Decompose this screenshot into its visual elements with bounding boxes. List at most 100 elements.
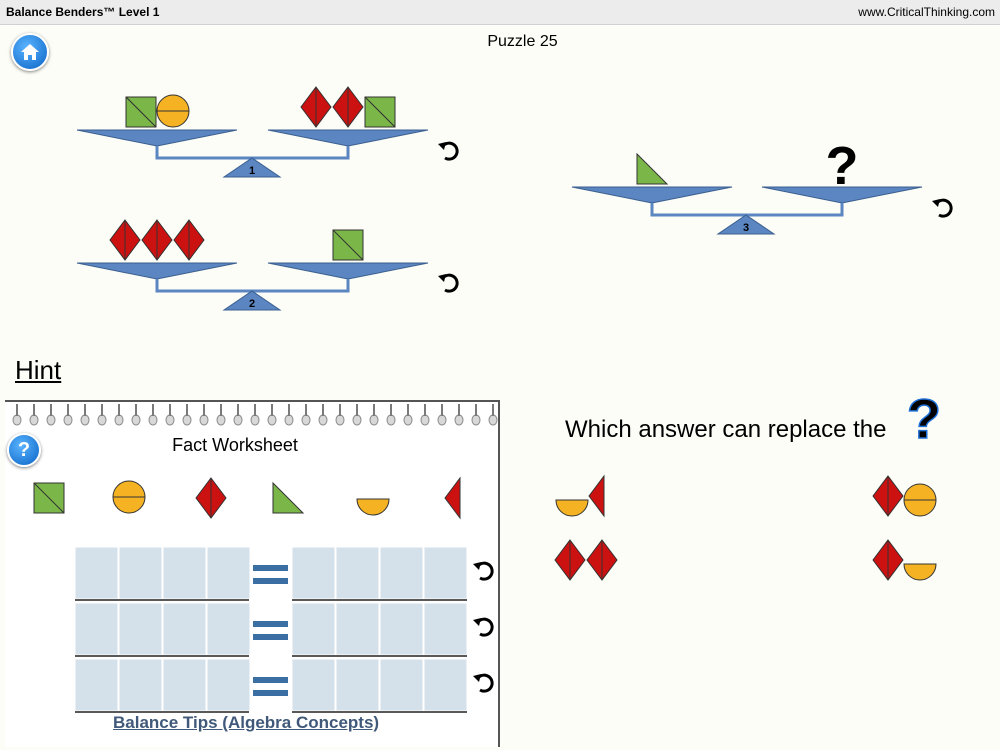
- spiral-ring: [335, 414, 345, 426]
- spiral-ring: [250, 414, 260, 426]
- square-shape[interactable]: [33, 482, 65, 514]
- spiral-ring: [403, 414, 413, 426]
- half-circle-shape[interactable]: [356, 498, 390, 516]
- diamond-shape: [332, 86, 364, 128]
- spiral-ring: [301, 414, 311, 426]
- circle-shape: [903, 483, 937, 517]
- worksheet-cell[interactable]: [379, 658, 424, 712]
- diamond-shape: [300, 86, 332, 128]
- equals-sign: [253, 690, 288, 696]
- worksheet-cell[interactable]: [335, 602, 380, 656]
- square-shape: [364, 96, 396, 128]
- equals-sign: [253, 565, 288, 571]
- worksheet-cell[interactable]: [206, 602, 251, 656]
- spiral-ring: [386, 414, 396, 426]
- spiral-ring: [488, 414, 498, 426]
- answer-choice-3[interactable]: [550, 536, 630, 584]
- undo-icon: [932, 198, 953, 218]
- website-label: www.CriticalThinking.com: [858, 5, 995, 19]
- diamond-shape[interactable]: [195, 477, 227, 519]
- worksheet-cell[interactable]: [291, 546, 336, 600]
- worksheet-cell[interactable]: [74, 602, 119, 656]
- square-shape: [125, 96, 157, 128]
- worksheet-cell[interactable]: [118, 658, 163, 712]
- worksheet-cell[interactable]: [118, 602, 163, 656]
- equals-sign: [253, 621, 288, 627]
- worksheet-cell[interactable]: [74, 546, 119, 600]
- spiral-ring: [437, 414, 447, 426]
- right-pan[interactable]: [267, 129, 429, 147]
- worksheet-row-2: [74, 602, 468, 657]
- undo-balance-3-button[interactable]: [931, 195, 957, 221]
- worksheet-cell[interactable]: [291, 658, 336, 712]
- answer-choice-2[interactable]: [868, 472, 948, 520]
- puzzle-number: Puzzle 25: [487, 33, 558, 50]
- equals-sign: [253, 677, 288, 683]
- question-shape: ?: [826, 136, 859, 196]
- undo-icon: [473, 673, 494, 693]
- balance-scale-2: 2: [76, 219, 429, 311]
- worksheet-cell[interactable]: [206, 658, 251, 712]
- question-text: Which answer can replace the: [565, 416, 887, 443]
- spiral-ring: [148, 414, 158, 426]
- worksheet-cell[interactable]: [379, 546, 424, 600]
- spiral-ring: [233, 414, 243, 426]
- diamond-shape: [872, 475, 904, 517]
- spiral-ring: [12, 414, 22, 426]
- fulcrum: [222, 157, 282, 178]
- fulcrum: [716, 214, 776, 235]
- half-diamond-shape[interactable]: [444, 476, 461, 520]
- circle-shape: [156, 94, 190, 128]
- undo-balance-2-button[interactable]: [437, 270, 463, 296]
- spiral-ring: [369, 414, 379, 426]
- diamond-shape: [173, 219, 205, 261]
- left-pan[interactable]: [76, 129, 238, 147]
- answer-choice-4[interactable]: [868, 536, 948, 584]
- worksheet-cell[interactable]: [206, 546, 251, 600]
- diamond-shape: [586, 539, 618, 581]
- worksheet-cell[interactable]: [291, 602, 336, 656]
- half-circle-shape: [903, 563, 937, 581]
- circle-shape[interactable]: [112, 480, 146, 514]
- worksheet-grid: [74, 546, 468, 713]
- worksheet-cell[interactable]: [335, 658, 380, 712]
- worksheet-cell[interactable]: [162, 658, 207, 712]
- worksheet-cell[interactable]: [162, 546, 207, 600]
- help-button[interactable]: ?: [7, 433, 41, 467]
- answer-choice-1[interactable]: [550, 472, 620, 520]
- fulcrum: [222, 290, 282, 311]
- undo-row-3-button[interactable]: [472, 670, 498, 696]
- worksheet-cell[interactable]: [335, 546, 380, 600]
- worksheet-cell[interactable]: [379, 602, 424, 656]
- question-mark-icon: ?: [906, 390, 942, 446]
- worksheet-cell[interactable]: [118, 546, 163, 600]
- worksheet-cell[interactable]: [423, 546, 468, 600]
- worksheet-cell[interactable]: [423, 602, 468, 656]
- triangle-shape[interactable]: [272, 481, 305, 514]
- spiral-ring: [46, 414, 56, 426]
- spiral-ring: [318, 414, 328, 426]
- spiral-ring: [216, 414, 226, 426]
- left-pan[interactable]: [571, 186, 733, 204]
- right-pan[interactable]: [267, 262, 429, 280]
- undo-row-1-button[interactable]: [472, 558, 498, 584]
- left-pan[interactable]: [76, 262, 238, 280]
- svg-text:?: ?: [907, 390, 941, 446]
- spiral-ring: [284, 414, 294, 426]
- worksheet-row-1: [74, 546, 468, 601]
- worksheet-cell[interactable]: [423, 658, 468, 712]
- undo-icon: [438, 141, 459, 161]
- worksheet-cell[interactable]: [162, 602, 207, 656]
- worksheet-cell[interactable]: [74, 658, 119, 712]
- home-icon: [21, 44, 39, 60]
- home-button[interactable]: [11, 33, 49, 71]
- balance-tips-link[interactable]: Balance Tips (Algebra Concepts): [113, 713, 380, 732]
- undo-row-2-button[interactable]: [472, 614, 498, 640]
- balance-number: 2: [249, 298, 255, 310]
- right-pan[interactable]: [761, 186, 923, 204]
- spiral-ring: [420, 414, 430, 426]
- balance-number: 3: [743, 222, 749, 234]
- spiral-ring: [165, 414, 175, 426]
- undo-balance-1-button[interactable]: [437, 138, 463, 164]
- hint-link[interactable]: Hint: [15, 355, 62, 385]
